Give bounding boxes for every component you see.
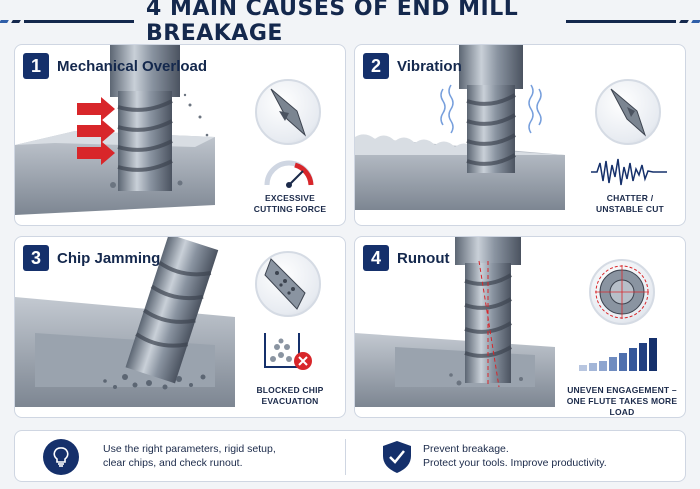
end-mill-chip-jamming-illustration [15, 237, 235, 407]
cause-caption: UNEVEN ENGAGEMENT – ONE FLUTE TAKES MORE… [566, 385, 678, 417]
gauge-icon [264, 160, 314, 188]
end-mill-runout-illustration [355, 237, 555, 407]
panel-title: Mechanical Overload [57, 57, 208, 75]
panel-vibration: 2 Vibration CHATTER / UNSTABLE CUT [354, 44, 686, 226]
cause-caption: EXCESSIVE CUTTING FORCE [253, 193, 327, 214]
chatter-waveform-icon [591, 158, 667, 186]
blocked-chip-icon [264, 333, 312, 370]
panel-header: 3 Chip Jamming [23, 245, 160, 271]
panel-header: 2 Vibration [363, 53, 462, 79]
packed-flute-icon [255, 251, 321, 317]
panel-chip-jamming: 3 Chip Jamming BLOCKED CHIP EVACUATION [14, 236, 346, 418]
title-decoration-left [0, 19, 134, 23]
panel-number: 3 [23, 245, 49, 271]
runout-target-icon [589, 259, 655, 325]
panel-header: 4 Runout [363, 245, 449, 271]
panel-header: 1 Mechanical Overload [23, 53, 207, 79]
lightbulb-icon [43, 439, 79, 475]
panel-runout: 4 Runout UNEVEN ENGAGEMENT – ONE FLUTE T… [354, 236, 686, 418]
end-mill-vibration-illustration [355, 45, 565, 210]
chipped-edge-icon [595, 79, 661, 145]
panel-title: Runout [397, 249, 450, 267]
cause-caption: BLOCKED CHIP EVACUATION [256, 385, 324, 406]
footer-divider [345, 439, 346, 475]
panel-title: Vibration [397, 57, 462, 75]
panel-mechanical-overload: 1 Mechanical Overload EXCESSIVE CUTTING … [14, 44, 346, 226]
footer-advice: Use the right parameters, rigid setup, c… [103, 443, 276, 469]
footer-slogan: Prevent breakage. Protect your tools. Im… [423, 443, 607, 469]
chipped-cutting-edge-icon [255, 79, 321, 145]
footer-tips: Use the right parameters, rigid setup, c… [14, 430, 686, 482]
shield-check-icon [379, 439, 415, 475]
panel-number: 2 [363, 53, 389, 79]
title-row: 4 MAIN CAUSES OF END MILL BREAKAGE [0, 0, 700, 46]
cause-caption: CHATTER / UNSTABLE CUT [596, 193, 664, 214]
uneven-load-bars-icon [579, 338, 657, 371]
panel-number: 4 [363, 245, 389, 271]
panel-title: Chip Jamming [57, 249, 161, 267]
panel-number: 1 [23, 53, 49, 79]
end-mill-overload-illustration [15, 45, 215, 215]
title-decoration-right [566, 19, 700, 23]
page-title: 4 MAIN CAUSES OF END MILL BREAKAGE [146, 0, 519, 46]
